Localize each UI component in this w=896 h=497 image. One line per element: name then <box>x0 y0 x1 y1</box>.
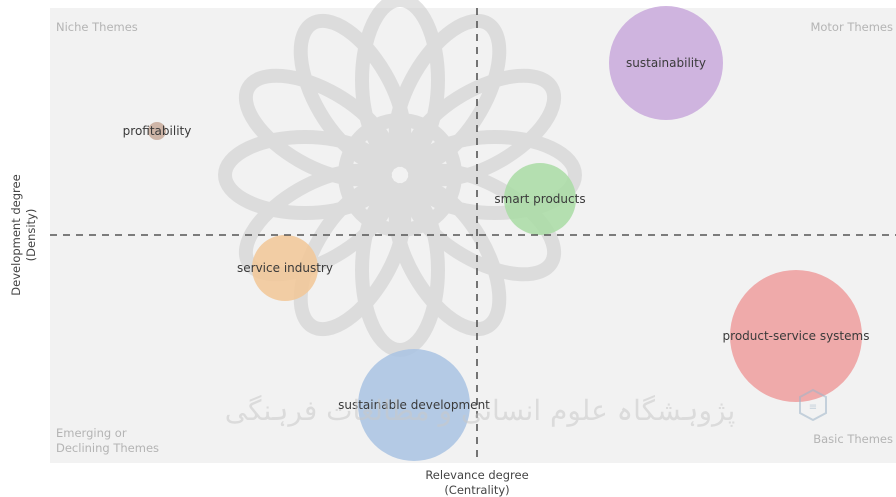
watermark-text: پژوہشگاہ علوم انسانی و مطالعات فرہنگی <box>225 394 735 427</box>
bubble-label-service-industry: service industry <box>237 261 333 275</box>
bubble-product-service-systems[interactable] <box>730 270 862 402</box>
x-axis-label-line-1: Relevance degree <box>425 468 528 482</box>
quadrant-label-bottom-right: Basic Themes <box>813 432 893 446</box>
bubble-service-industry[interactable] <box>252 235 318 301</box>
x-axis-label-line-2: (Centrality) <box>444 483 509 497</box>
bubble-profitability[interactable] <box>148 122 166 140</box>
quadrant-label-bottom-left-line-1: Emerging or <box>56 426 127 440</box>
watermark-rosette <box>218 0 582 357</box>
bubble-label-smart-products: smart products <box>494 192 585 206</box>
watermark-logo-icon: ≡ <box>799 388 827 422</box>
y-axis-label-line-1: Development degree <box>9 174 23 295</box>
bubble-label-product-service-systems: product-service systems <box>723 329 870 343</box>
svg-text:≡: ≡ <box>809 402 817 413</box>
quadrant-label-bottom-left-line-2: Declining Themes <box>56 441 159 455</box>
bubble-smart-products[interactable] <box>504 163 576 235</box>
bubble-label-sustainable-development: sustainable development <box>338 398 490 412</box>
bubble-sustainability[interactable] <box>609 6 723 120</box>
y-axis-label-line-2: (Density) <box>24 209 38 262</box>
bubble-sustainable-development[interactable] <box>358 349 470 461</box>
bubble-label-profitability: profitability <box>123 124 192 138</box>
bubble-label-sustainability: sustainability <box>626 56 706 70</box>
quadrant-label-top-right: Motor Themes <box>810 20 893 34</box>
quadrant-label-top-left: Niche Themes <box>56 20 138 34</box>
